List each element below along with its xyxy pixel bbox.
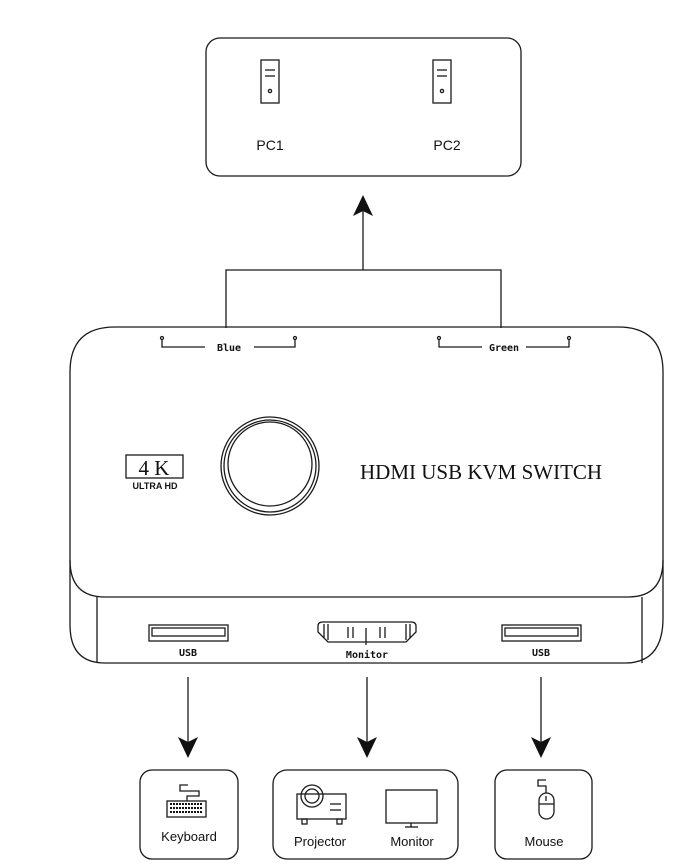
display-devices: Projector Monitor [272,769,459,860]
mouse-label: Mouse [524,834,563,849]
cable-bracket [225,269,502,328]
keyboard-device: Keyboard [139,769,239,860]
kvm-switch: Blue Green 4 K ULTRA HD HDMI USB KVM SWI… [69,326,664,664]
keyboard-icon [166,784,207,818]
product-title: HDMI USB KVM SWITCH [360,460,602,484]
svg-text:USB: USB [179,648,197,659]
pc1-icon [260,59,280,104]
svg-text:ULTRA HD: ULTRA HD [133,481,178,491]
down-arrow-monitor [357,677,377,758]
led-green-indicator: Green [436,335,572,354]
switch-top-edge [69,559,664,598]
4k-badge: 4 K ULTRA HD [125,454,184,491]
monitor-label: Monitor [390,834,434,849]
led-blue-label: Blue [217,343,241,354]
projector-icon [296,784,347,825]
svg-text:USB: USB [532,648,550,659]
switch-body [69,326,664,664]
down-arrow-mouse [531,677,551,758]
up-arrow [353,195,373,270]
pc2-icon [432,59,452,104]
projector-label: Projector [294,834,347,849]
switch-button[interactable] [220,416,320,516]
led-blue-indicator: Blue [159,335,298,354]
mouse-icon [537,779,555,820]
monitor-icon [385,789,438,828]
pc-group: PC1 PC2 [205,37,522,177]
svg-text:Monitor: Monitor [346,649,388,661]
pc-box [205,37,522,177]
pc2-label: PC2 [433,137,460,153]
pc1-label: PC1 [256,137,283,153]
usb-port-right: USB [501,624,582,659]
down-arrow-keyboard [178,677,198,758]
mouse-device: Mouse [494,769,593,860]
hdmi-port: Monitor [317,621,417,661]
led-green-label: Green [489,343,519,354]
keyboard-label: Keyboard [161,829,217,844]
svg-text:4 K: 4 K [139,456,170,480]
usb-port-left: USB [148,624,229,659]
